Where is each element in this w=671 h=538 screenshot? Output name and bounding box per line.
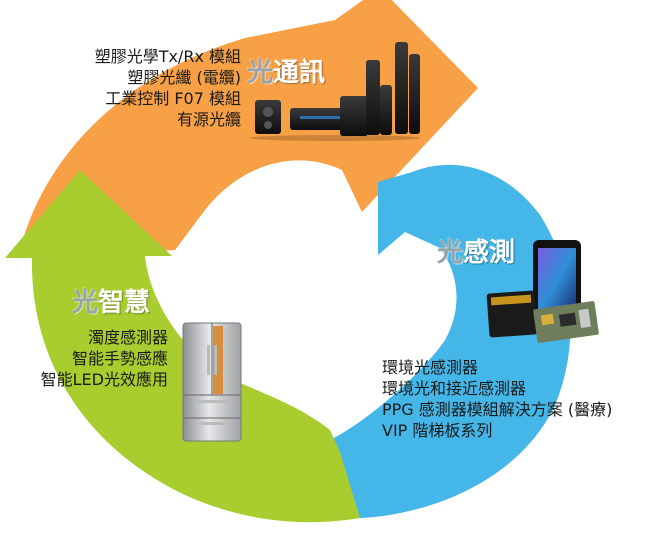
title-prefix: 光	[72, 288, 99, 318]
list-item: 有源光纜	[176, 110, 241, 129]
list-item: 智能手勢感應	[71, 349, 168, 368]
home-theater-image	[250, 42, 420, 141]
sensing-list: 環境光感測器 環境光和接近感測器 PPG 感測器模組解決方案 (醫療) VIP …	[382, 357, 612, 441]
list-item: 環境光和接近感測器	[382, 379, 527, 398]
communication-list: 塑膠光學Tx/Rx 模組 塑膠光纖 (電纜) 工業控制 F07 模組 有源光纜	[95, 46, 241, 130]
title-rest: 通訊	[273, 58, 326, 88]
list-item: 塑膠光學Tx/Rx 模組	[94, 47, 241, 66]
smartphone-sensor-image	[486, 240, 599, 343]
blue-arrow	[292, 164, 571, 518]
title-prefix: 光	[437, 238, 464, 268]
title-rest: 感測	[463, 238, 516, 268]
title-rest: 智慧	[98, 288, 151, 318]
title-prefix: 光	[247, 58, 274, 88]
list-item: 環境光感測器	[382, 358, 479, 377]
communication-title: 光通訊	[247, 52, 325, 89]
smart-list: 濁度感測器 智能手勢感應 智能LED光效應用	[41, 327, 168, 390]
list-item: 智能LED光效應用	[40, 370, 168, 389]
list-item: 濁度感測器	[87, 328, 168, 347]
orange-arrow	[18, 0, 478, 258]
list-item: 塑膠光纖 (電纜)	[127, 68, 241, 87]
list-item: VIP 階梯板系列	[382, 421, 493, 440]
sensing-title: 光感測	[437, 232, 515, 269]
refrigerator-image	[182, 322, 242, 442]
list-item: 工業控制 F07 模組	[105, 89, 241, 108]
list-item: PPG 感測器模組解決方案 (醫療)	[382, 400, 613, 419]
smart-title: 光智慧	[72, 282, 150, 319]
